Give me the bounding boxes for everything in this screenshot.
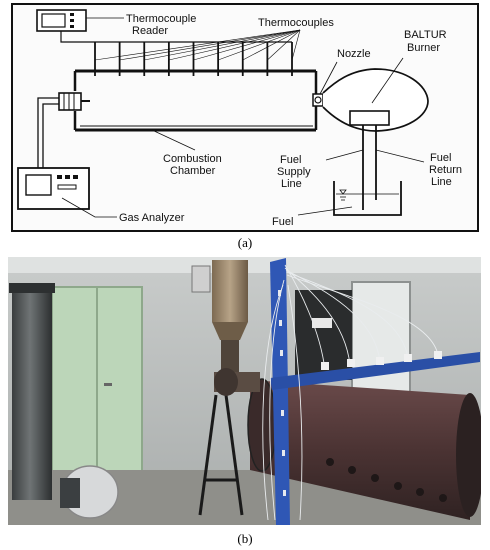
combustion-drum (250, 380, 470, 520)
fuel-supply-label-2: Supply (277, 166, 311, 178)
burner-pump-block (349, 110, 390, 126)
fuel-supply-leader (325, 149, 364, 161)
burner-leader (371, 57, 404, 104)
nozzle-leader (319, 61, 338, 95)
gas-analyzer-label: Gas Analyzer (119, 212, 185, 224)
thermocouples-leader-lines (94, 29, 301, 61)
thermocouple-reader-label-1: Thermocouple (126, 13, 196, 25)
fuel-return-label-3: Line (431, 176, 452, 188)
gas-analyzer (17, 167, 90, 210)
thermocouple-leader (242, 29, 301, 61)
blue-rack-horizontal (270, 352, 480, 390)
fuel-supply-label-1: Fuel (280, 154, 301, 166)
thermocouple-reader (36, 9, 87, 32)
fuel-return-leader (375, 149, 425, 163)
burner-label-2: Burner (407, 42, 440, 54)
fuel-label: Fuel (272, 216, 293, 228)
tall-cylinder (12, 287, 52, 500)
thermocouple-leader (193, 29, 301, 61)
fuel-tank (333, 181, 402, 216)
thermocouple-leader (218, 29, 301, 61)
combustion-chamber-label-1: Combustion (163, 153, 222, 165)
fuel-return-label-2: Return (429, 164, 462, 176)
thermocouple-leader (168, 29, 301, 61)
gas-sample-line (37, 97, 59, 174)
combustion-chamber-leader (151, 129, 196, 151)
thermocouple-leader (267, 29, 301, 61)
stand (198, 394, 244, 516)
nozzle (312, 93, 324, 107)
thermocouple-leader (94, 29, 301, 61)
schematic-panel: Thermocouple Reader Thermocouples (11, 3, 479, 232)
exhaust-probe (58, 92, 90, 111)
thermocouples-label: Thermocouples (258, 17, 334, 29)
fuel-supply-label-3: Line (281, 178, 302, 190)
gas-analyzer-leader (61, 197, 117, 218)
thermocouple-wires (262, 264, 439, 521)
thermocouple-leader (144, 29, 301, 61)
photo-panel (8, 257, 481, 525)
exhaust-stack (212, 260, 248, 322)
caption-b: (b) (237, 531, 252, 546)
nozzle-label: Nozzle (337, 48, 371, 60)
fuel-return-label-1: Fuel (430, 152, 451, 164)
thermocouple-leader (291, 29, 301, 61)
fuel-level-marker (339, 189, 347, 195)
reader-cable (60, 31, 292, 43)
caption-a: (a) (238, 235, 252, 250)
thermocouple-leader (119, 29, 301, 61)
gas-sample-line-2 (42, 103, 59, 174)
thermocouple-reader-label-2: Reader (132, 25, 168, 37)
drum-end-cap (456, 393, 481, 517)
burner-label-1: BALTUR (404, 29, 447, 41)
combustion-chamber-label-2: Chamber (170, 165, 216, 177)
fuel-leader (297, 206, 353, 216)
